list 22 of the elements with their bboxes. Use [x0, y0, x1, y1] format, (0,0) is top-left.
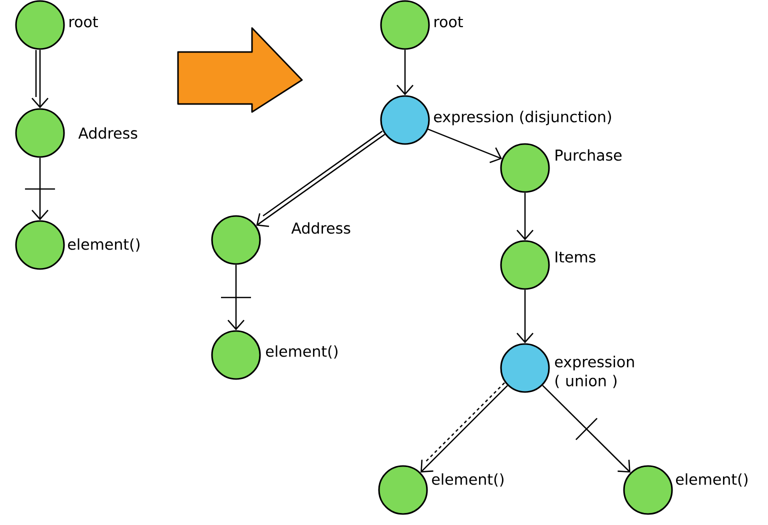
- node-label: element(): [432, 473, 504, 487]
- arrow: [542, 385, 630, 473]
- node-label: Address: [78, 127, 138, 139]
- node-label: element(): [68, 238, 140, 252]
- node-label: Purchase: [556, 149, 622, 161]
- arrow: [221, 264, 251, 330]
- node-label: root: [434, 16, 463, 28]
- arrow: [420, 382, 508, 472]
- node-label: Address: [291, 222, 350, 234]
- arrow: [516, 192, 534, 240]
- arrow: [396, 50, 414, 96]
- node-label: root: [70, 16, 98, 28]
- node-label: element(): [266, 345, 338, 359]
- node-label: expression ( union ): [555, 356, 634, 388]
- node-label: Items: [556, 251, 596, 263]
- node-label: element(): [676, 473, 748, 487]
- arrow: [25, 158, 55, 220]
- arrow: [516, 290, 534, 344]
- arrow: [32, 50, 48, 108]
- arrow: [256, 130, 386, 228]
- arrow: [428, 128, 502, 164]
- node-label: expression (disjunction): [434, 110, 611, 126]
